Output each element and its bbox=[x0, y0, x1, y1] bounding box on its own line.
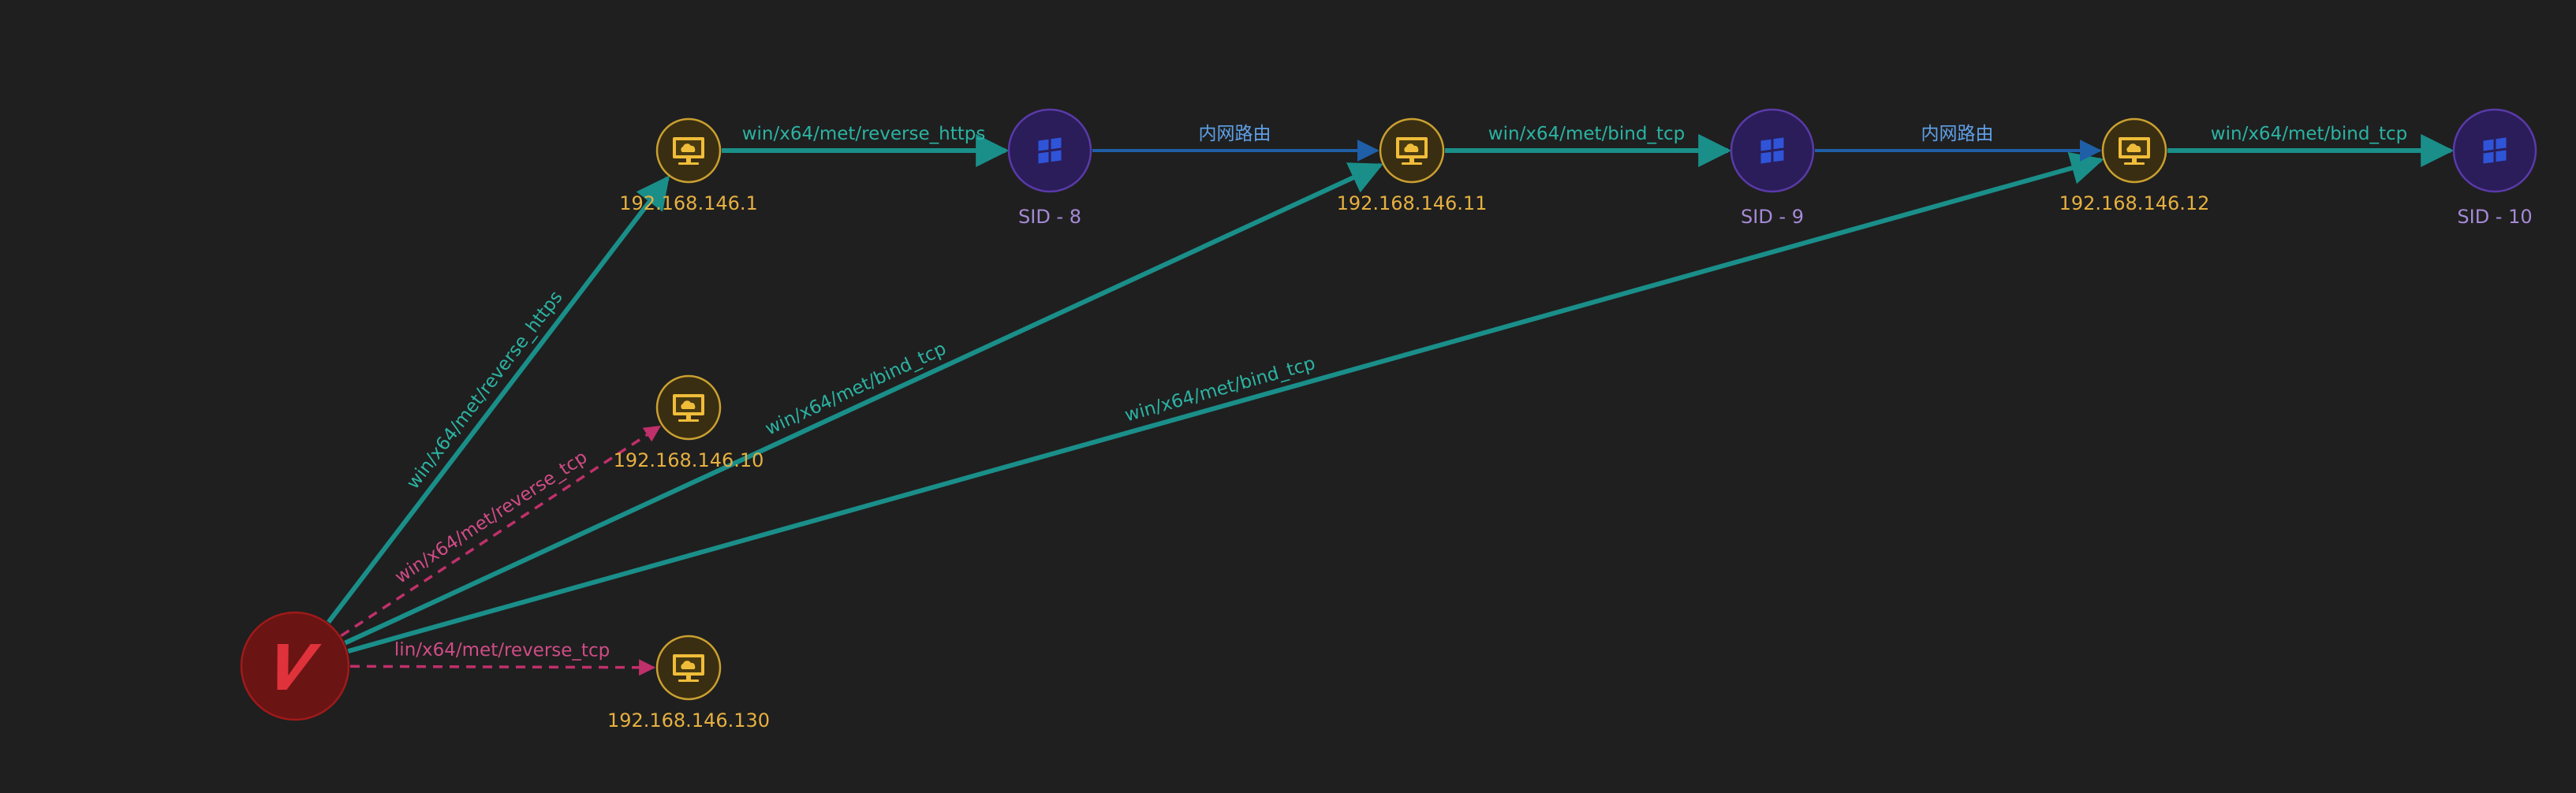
monitor-cloud-icon bbox=[673, 394, 704, 422]
edges-layer bbox=[327, 134, 2455, 676]
node-circle[interactable] bbox=[2452, 108, 2537, 193]
nodes-layer: 192.168.146.1 192.168.146.10 192.168.146.1… bbox=[240, 108, 2537, 732]
node-label-h11: 192.168.146.11 bbox=[1337, 192, 1488, 214]
edge-label-h1-s8: win/x64/met/reverse_https bbox=[742, 124, 986, 144]
node-vh[interactable] bbox=[240, 611, 350, 721]
monitor-cloud-icon bbox=[673, 137, 704, 165]
edge-label-vh-h11: win/x64/met/bind_tcp bbox=[762, 338, 949, 439]
windows-logo-icon bbox=[2483, 137, 2507, 164]
node-circle[interactable] bbox=[1730, 108, 1815, 193]
edge-vh-h10[interactable] bbox=[340, 425, 661, 638]
node-s9[interactable]: SID - 9 bbox=[1730, 108, 1815, 228]
edge-label-s9-h12: 内网路由 bbox=[1921, 124, 1994, 144]
edge-label-vh-h1: win/x64/met/reverse_https bbox=[403, 287, 567, 493]
monitor-cloud-icon bbox=[673, 654, 704, 682]
windows-logo-icon bbox=[1760, 137, 1784, 164]
node-label-s8: SID - 8 bbox=[1018, 206, 1081, 228]
node-h11[interactable]: 192.168.146.11 bbox=[1337, 117, 1488, 214]
node-s10[interactable]: SID - 10 bbox=[2452, 108, 2537, 228]
edge-label-s8-h11: 内网路由 bbox=[1199, 124, 1271, 144]
node-h12[interactable]: 192.168.146.12 bbox=[2059, 117, 2210, 214]
node-label-s9: SID - 9 bbox=[1741, 206, 1804, 228]
node-label-h1: 192.168.146.1 bbox=[619, 192, 758, 214]
node-circle[interactable] bbox=[1007, 108, 1092, 193]
node-h10[interactable]: 192.168.146.10 bbox=[614, 374, 764, 471]
monitor-cloud-icon bbox=[1396, 137, 1428, 165]
edge-vh-h130[interactable] bbox=[349, 659, 656, 676]
node-label-h12: 192.168.146.12 bbox=[2059, 192, 2210, 214]
edge-vh-h12[interactable] bbox=[347, 151, 2104, 653]
edge-vh-h11[interactable] bbox=[344, 162, 1383, 646]
viper-v-icon bbox=[277, 644, 322, 690]
edge-label-h11-s9: win/x64/met/bind_tcp bbox=[1488, 124, 1685, 144]
node-label-h130: 192.168.146.130 bbox=[607, 709, 770, 732]
edge-label-vh-h130: lin/x64/met/reverse_tcp bbox=[394, 640, 610, 661]
node-s8[interactable]: SID - 8 bbox=[1007, 108, 1092, 228]
edge-vh-h1[interactable] bbox=[327, 175, 670, 624]
monitor-cloud-icon bbox=[2119, 137, 2150, 165]
node-h130[interactable]: 192.168.146.130 bbox=[607, 635, 770, 732]
windows-logo-icon bbox=[1038, 137, 1062, 164]
node-h1[interactable]: 192.168.146.1 bbox=[619, 117, 758, 214]
node-label-h10: 192.168.146.10 bbox=[614, 449, 764, 471]
edge-label-h12-s10: win/x64/met/bind_tcp bbox=[2211, 124, 2407, 144]
node-label-s10: SID - 10 bbox=[2457, 206, 2532, 228]
